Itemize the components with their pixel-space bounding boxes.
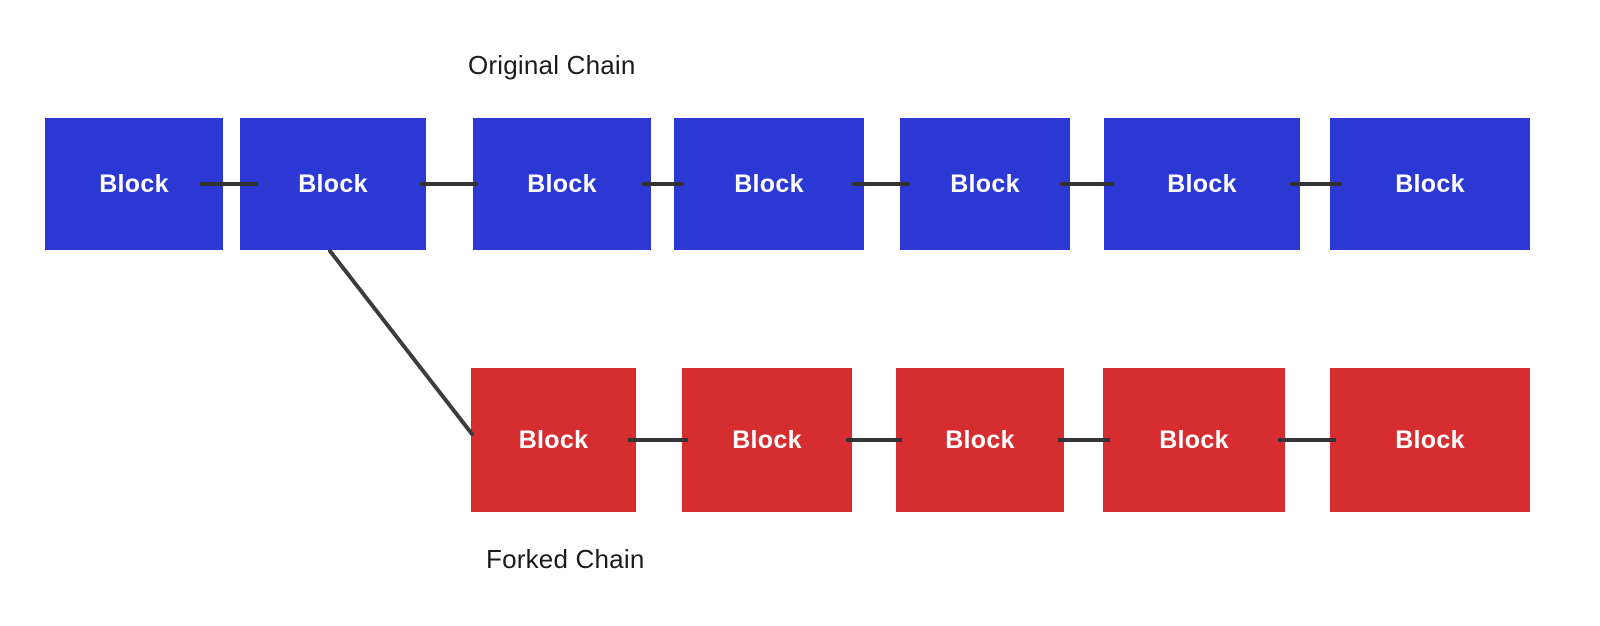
block-label: Block bbox=[527, 169, 597, 198]
forked-connector-2-3 bbox=[846, 438, 902, 442]
original-chain-title: Original Chain bbox=[468, 50, 636, 80]
forked-block-2[interactable]: Block bbox=[682, 368, 852, 512]
original-block-6[interactable]: Block bbox=[1104, 118, 1300, 250]
block-label: Block bbox=[298, 169, 368, 198]
forked-connector-4-5 bbox=[1278, 438, 1336, 442]
block-label: Block bbox=[732, 425, 802, 454]
forked-block-3[interactable]: Block bbox=[896, 368, 1064, 512]
block-label: Block bbox=[1159, 425, 1229, 454]
forked-connector-3-4 bbox=[1058, 438, 1110, 442]
block-label: Block bbox=[950, 169, 1020, 198]
forked-connector-1-2 bbox=[628, 438, 688, 442]
original-block-7[interactable]: Block bbox=[1330, 118, 1530, 250]
original-connector-6-7 bbox=[1290, 182, 1342, 186]
block-label: Block bbox=[945, 425, 1015, 454]
block-label: Block bbox=[99, 169, 169, 198]
original-block-1[interactable]: Block bbox=[45, 118, 223, 250]
original-connector-2-3 bbox=[420, 182, 478, 186]
original-block-2[interactable]: Block bbox=[240, 118, 426, 250]
forked-block-5[interactable]: Block bbox=[1330, 368, 1530, 512]
block-label: Block bbox=[1395, 169, 1465, 198]
original-connector-3-4 bbox=[642, 182, 684, 186]
block-label: Block bbox=[734, 169, 804, 198]
forked-block-4[interactable]: Block bbox=[1103, 368, 1285, 512]
original-block-4[interactable]: Block bbox=[674, 118, 864, 250]
forked-block-1[interactable]: Block bbox=[471, 368, 636, 512]
original-connector-4-5 bbox=[852, 182, 910, 186]
fork-edge-line bbox=[328, 249, 474, 436]
original-connector-5-6 bbox=[1060, 182, 1114, 186]
original-block-3[interactable]: Block bbox=[473, 118, 651, 250]
block-label: Block bbox=[1167, 169, 1237, 198]
original-block-5[interactable]: Block bbox=[900, 118, 1070, 250]
forked-chain-title: Forked Chain bbox=[486, 544, 645, 574]
original-connector-1-2 bbox=[200, 182, 258, 186]
block-label: Block bbox=[518, 425, 589, 454]
block-label: Block bbox=[1395, 425, 1465, 454]
